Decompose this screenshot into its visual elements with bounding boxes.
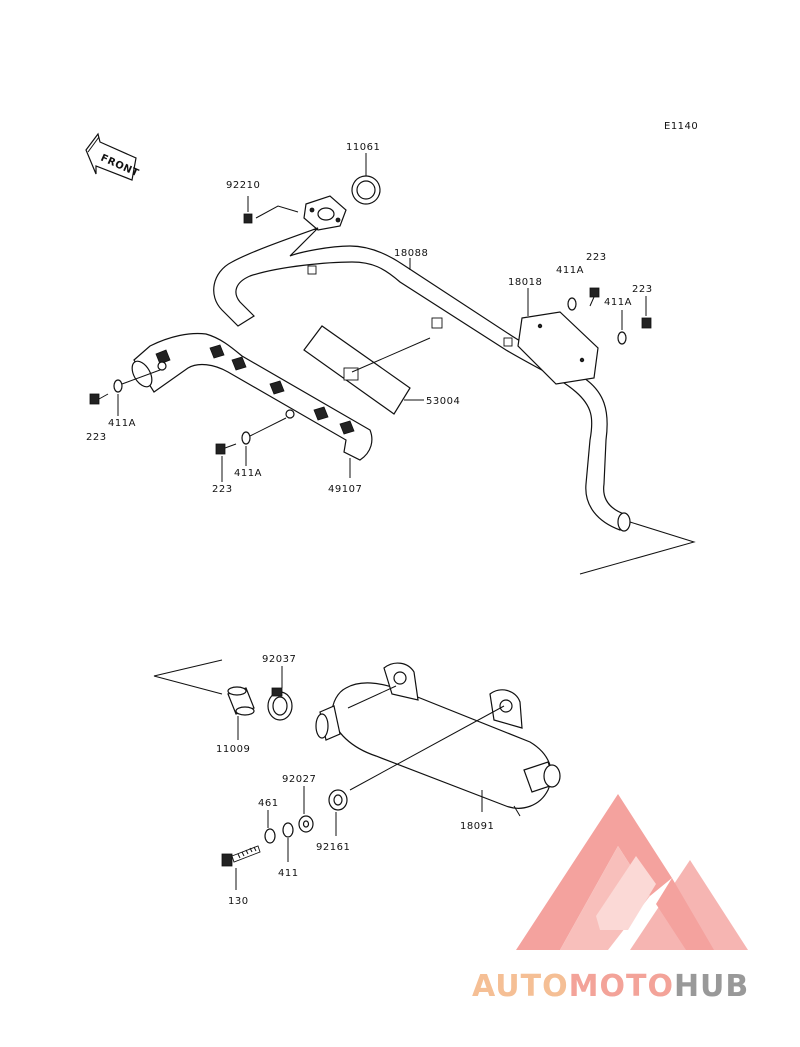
label-49107: 49107: [328, 484, 362, 495]
label-11009: 11009: [216, 744, 250, 755]
front-arrow-icon: FRONT: [85, 132, 140, 181]
label-411: 411: [278, 868, 299, 879]
label-18088: 18088: [394, 248, 428, 259]
gasket-11009: [227, 686, 255, 716]
label-223-d: 223: [212, 484, 233, 495]
bolt-223-d: [215, 443, 237, 455]
gasket-11061: [351, 175, 381, 205]
label-411A-b: 411A: [604, 297, 632, 308]
watermark-text: AUTOMOTOHUB: [472, 969, 749, 1004]
collar-92027: [298, 815, 314, 833]
label-223-a: 223: [586, 252, 607, 263]
automotohub-logo: [516, 794, 748, 950]
bracket-18018: [517, 311, 599, 385]
label-18018: 18018: [508, 277, 542, 288]
label-53004: 53004: [426, 396, 460, 407]
bolt-223-c: [89, 393, 109, 405]
bolt-130: [221, 845, 261, 867]
watermark-moto: MOTO: [569, 969, 674, 1004]
label-223-c: 223: [86, 432, 107, 443]
label-411A-d: 411A: [234, 468, 262, 479]
washer-461: [264, 828, 276, 844]
washer-411A-b: [617, 331, 627, 345]
label-411A-a: 411A: [556, 265, 584, 276]
grommet-92161: [328, 789, 348, 811]
label-223-b: 223: [632, 284, 653, 295]
muffler-18091: [315, 662, 561, 817]
washer-411A-c: [113, 379, 123, 393]
washer-411A-d: [241, 431, 251, 445]
watermark-auto: AUTO: [472, 969, 569, 1004]
label-92037: 92037: [262, 654, 296, 665]
label-11061: 11061: [346, 142, 380, 153]
label-92161: 92161: [316, 842, 350, 853]
washer-411: [282, 822, 294, 838]
diagram-code: E1140: [664, 121, 698, 132]
label-461: 461: [258, 798, 279, 809]
exhaust-flange: [303, 195, 347, 231]
clamp-92037: [267, 687, 293, 721]
washer-411A-a: [567, 297, 577, 311]
watermark-hub: HUB: [674, 969, 749, 1004]
bolt-223-a: [589, 287, 600, 307]
label-411A-c: 411A: [108, 418, 136, 429]
label-130: 130: [228, 896, 249, 907]
label-92027: 92027: [282, 774, 316, 785]
bolt-223-b: [641, 317, 652, 329]
label-92210: 92210: [226, 180, 260, 191]
heat-cover-49107: [131, 332, 373, 461]
label-18091: 18091: [460, 821, 494, 832]
nut-92210: [243, 213, 253, 224]
